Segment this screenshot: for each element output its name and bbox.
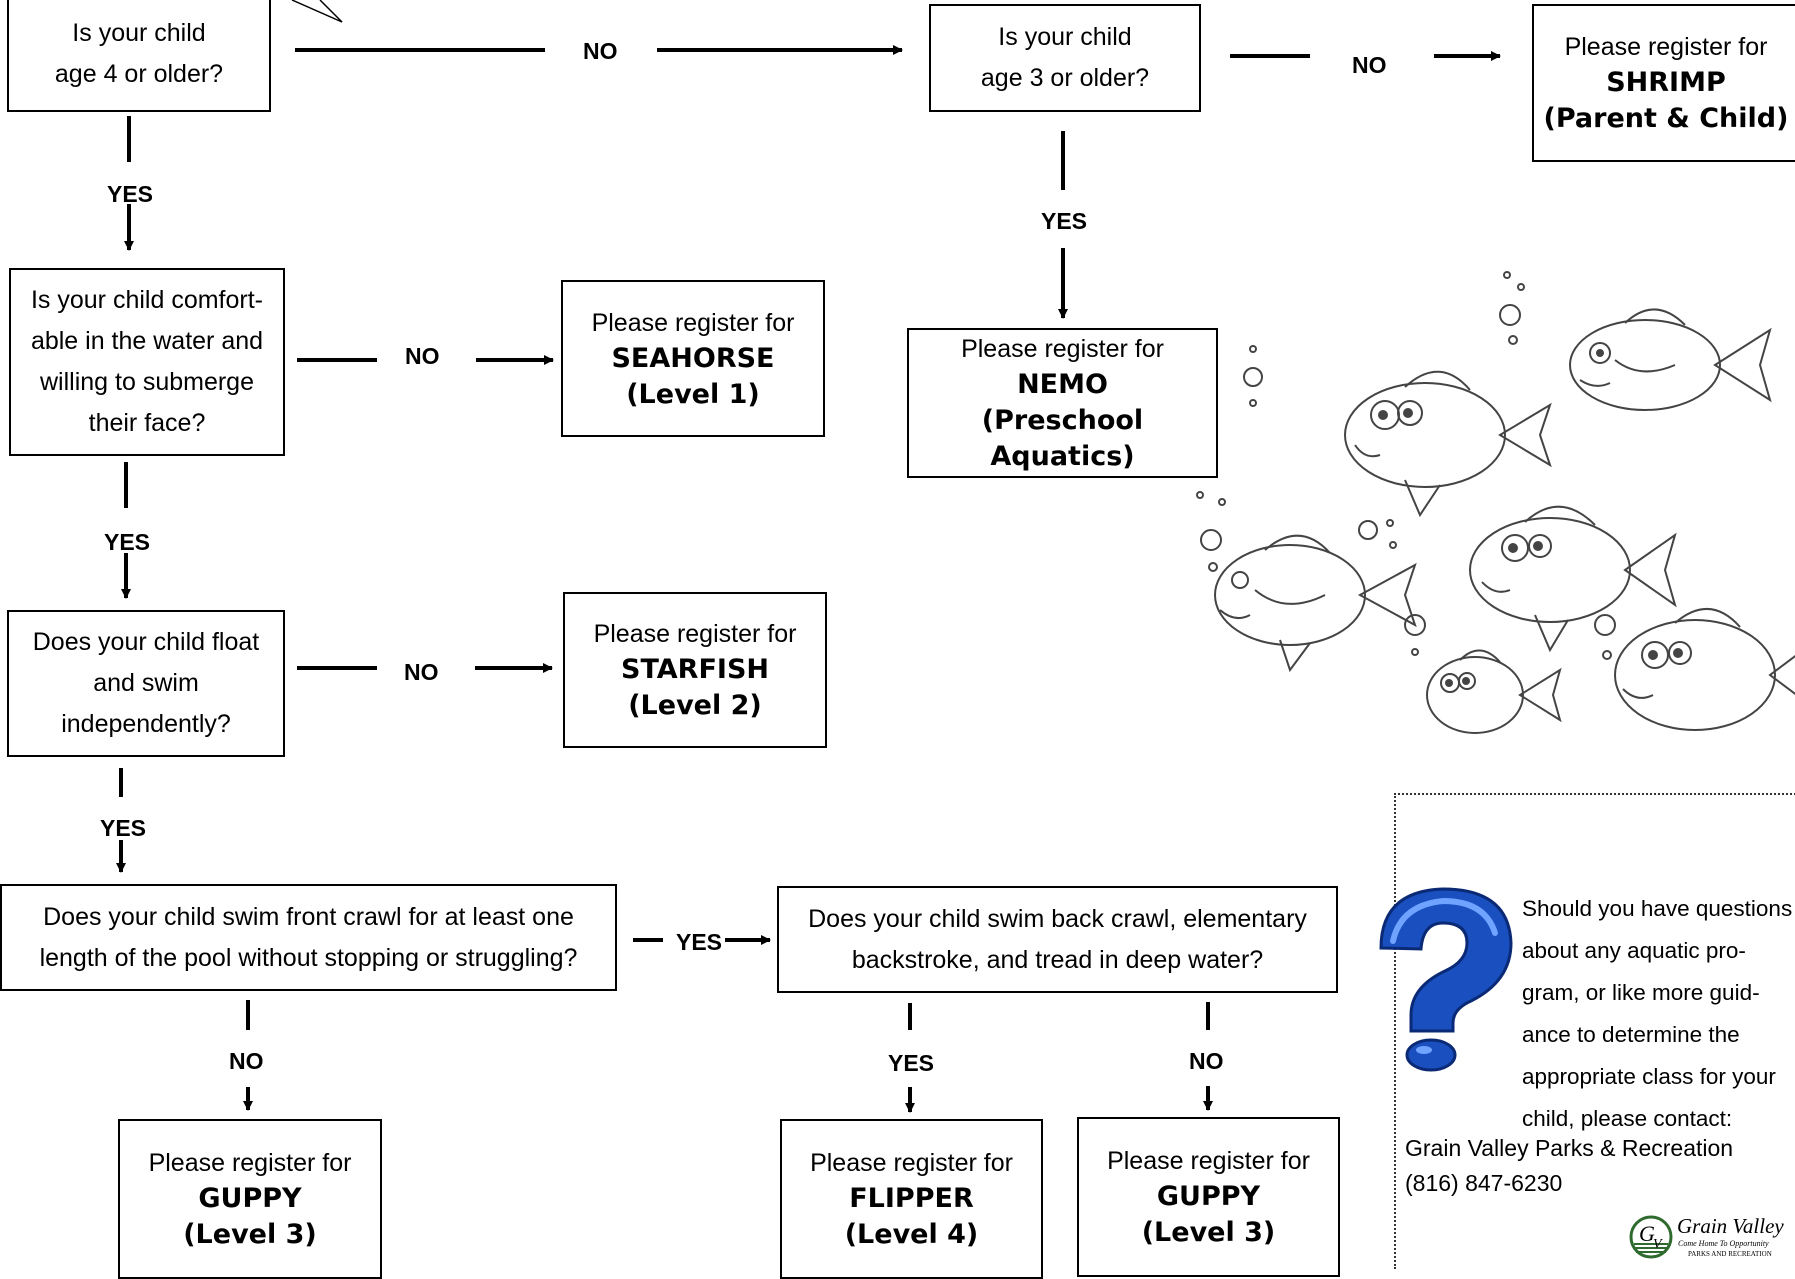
question-float-line-3: independently? (61, 710, 231, 738)
question-age-3-line-1: Is your child (998, 23, 1132, 51)
result-flipper-program: FLIPPER (849, 1183, 974, 1214)
result-flipper: Please register for FLIPPER (Level 4) (780, 1119, 1043, 1279)
label-yes-comfort: YES (104, 529, 151, 555)
question-float-line-2: and swim (93, 669, 199, 697)
question-comfortable-line-2: able in the water and (30, 327, 264, 355)
contact-line-6: child, please contact: (1522, 1106, 1733, 1131)
result-shrimp-level: (Parent & Child) (1543, 103, 1789, 134)
label-no-front: NO (229, 1048, 264, 1074)
result-starfish-program: STARFISH (621, 654, 769, 685)
contact-line-4: ance to determine the (1522, 1022, 1740, 1047)
result-starfish-prefix: Please register for (593, 620, 797, 648)
result-guppy-left-program: GUPPY (198, 1183, 302, 1214)
question-comfortable: Is your child comfort- able in the water… (9, 268, 285, 456)
label-yes-age3: YES (1041, 208, 1088, 234)
result-starfish-level: (Level 2) (628, 690, 762, 721)
question-age-3-line-2: age 3 or older? (980, 64, 1150, 92)
organization-name: Grain Valley Parks & Recreation (1405, 1135, 1734, 1161)
result-guppy-right: Please register for GUPPY (Level 3) (1077, 1117, 1340, 1277)
logo-name: Grain Valley (1677, 1214, 1784, 1238)
question-front-crawl: Does your child swim front crawl for at … (0, 884, 617, 991)
organization-phone: (816) 847-6230 (1405, 1170, 1563, 1196)
fish-sketch-2 (1344, 370, 1552, 518)
question-back-crawl-line-2: backstroke, and tread in deep water? (851, 945, 1264, 974)
label-yes-float: YES (100, 815, 147, 841)
label-no-age4: NO (583, 38, 618, 64)
fish-sketch-5 (1426, 649, 1562, 734)
logo-subtitle: PARKS AND RECREATION (1688, 1250, 1772, 1258)
bubbles (1196, 271, 1616, 660)
question-back-crawl-line-1: Does your child swim back crawl, element… (808, 904, 1307, 933)
fish-sketch-4 (1469, 505, 1677, 653)
question-front-crawl-line-2: length of the pool without stopping or s… (39, 943, 578, 972)
contact-line-3: gram, or like more guid- (1522, 980, 1760, 1005)
contact-line-5: appropriate class for your (1522, 1064, 1776, 1089)
question-age-4-line-2: age 4 or older? (54, 60, 224, 88)
result-nemo-prefix: Please register for (961, 335, 1164, 363)
result-guppy-left-prefix: Please register for (148, 1149, 352, 1177)
result-flipper-prefix: Please register for (810, 1149, 1013, 1177)
result-seahorse: Please register for SEAHORSE (Level 1) (561, 280, 825, 437)
svg-text:G: G (1639, 1221, 1655, 1246)
question-float-line-1: Does your child float (32, 628, 260, 656)
label-yes-age4: YES (107, 181, 154, 207)
question-age-4-line-1: Is your child (72, 19, 206, 47)
result-seahorse-prefix: Please register for (591, 308, 795, 337)
result-shrimp-program: SHRIMP (1606, 67, 1726, 98)
grain-valley-logo: G V Grain Valley Come Home To Opportunit… (1628, 1212, 1795, 1268)
contact-panel (1394, 793, 1795, 1269)
label-no-float: NO (404, 659, 439, 685)
question-back-crawl: Does your child swim back crawl, element… (777, 886, 1338, 993)
result-guppy-right-program: GUPPY (1156, 1181, 1261, 1212)
label-yes-front: YES (676, 929, 723, 955)
grain-valley-logo-icon: G V (1629, 1215, 1673, 1259)
fish-sketch-1 (1569, 308, 1772, 411)
question-mark-icon (1379, 887, 1513, 1072)
contact-line-2: about any aquatic pro- (1522, 938, 1746, 963)
label-no-back: NO (1189, 1048, 1224, 1074)
label-no-age3: NO (1352, 52, 1387, 78)
result-guppy-right-level: (Level 3) (1141, 1217, 1276, 1248)
svg-text:V: V (1653, 1237, 1663, 1252)
result-seahorse-level: (Level 1) (626, 378, 760, 410)
logo-tagline: Come Home To Opportunity (1678, 1239, 1769, 1248)
result-flipper-level: (Level 4) (844, 1219, 979, 1250)
fish-sketch-6 (1614, 608, 1795, 731)
result-nemo: Please register for NEMO (Preschool Aqua… (907, 328, 1218, 478)
contact-line-1: Should you have questions (1522, 896, 1793, 921)
contact-organization: Grain Valley Parks & Recreation (816) 84… (1405, 1131, 1733, 1201)
fish-sketch-3 (1214, 534, 1417, 673)
result-guppy-right-prefix: Please register for (1107, 1147, 1310, 1175)
question-age-4: Is your child age 4 or older? (7, 0, 271, 112)
result-shrimp-prefix: Please register for (1564, 33, 1768, 61)
question-age-3: Is your child age 3 or older? (929, 4, 1201, 112)
question-front-crawl-line-1: Does your child swim front crawl for at … (43, 902, 574, 931)
contact-instructions: Should you have questions about any aqua… (1522, 888, 1795, 1140)
result-nemo-level: (Preschool Aquatics) (981, 405, 1144, 472)
question-comfortable-line-1: Is your child comfort- (30, 286, 263, 314)
result-shrimp: Please register for SHRIMP (Parent & Chi… (1532, 4, 1795, 162)
result-nemo-program: NEMO (1017, 369, 1108, 400)
question-comfortable-line-4: their face? (88, 409, 206, 437)
question-comfortable-line-3: willing to submerge (40, 368, 254, 396)
label-yes-back: YES (888, 1050, 935, 1076)
question-float: Does your child float and swim independe… (7, 610, 285, 757)
result-starfish: Please register for STARFISH (Level 2) (563, 592, 827, 748)
result-guppy-left: Please register for GUPPY (Level 3) (118, 1119, 382, 1279)
result-guppy-left-level: (Level 3) (183, 1219, 317, 1250)
result-seahorse-program: SEAHORSE (611, 342, 775, 374)
label-no-comfort: NO (405, 343, 440, 369)
fish-illustration (1196, 271, 1795, 734)
